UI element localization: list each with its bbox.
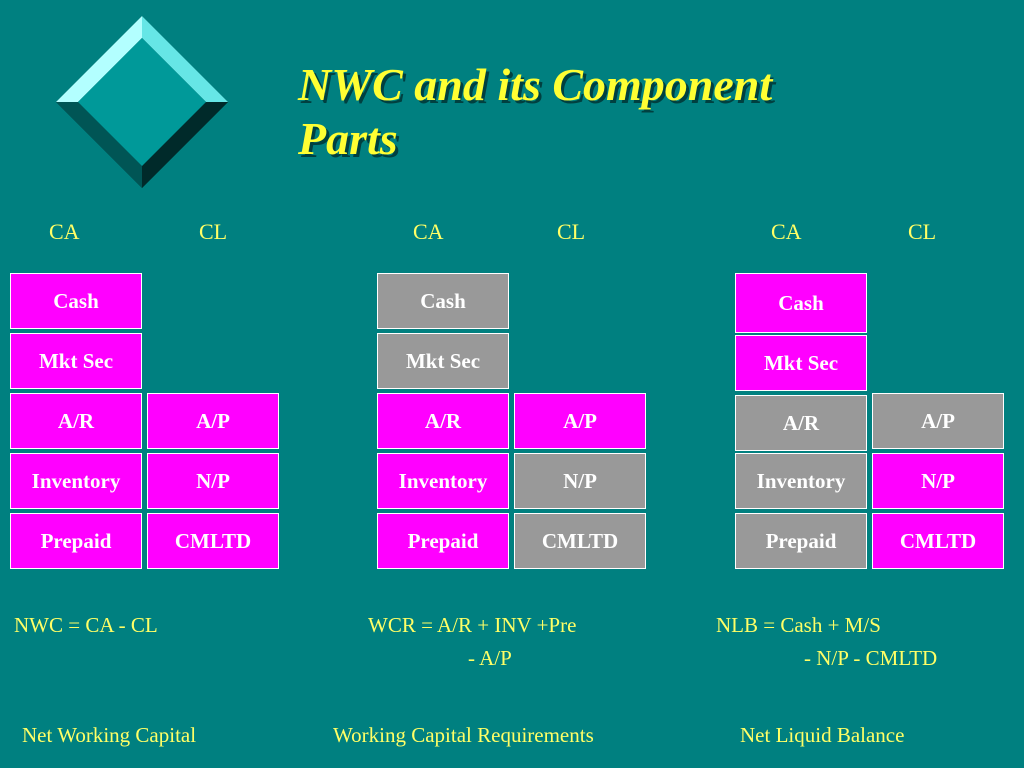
cl-label: CL (199, 219, 228, 244)
cell-np: N/P (872, 453, 1004, 509)
cell-ar: A/R (377, 393, 509, 449)
page-title: NWC and its Component Parts (298, 58, 772, 166)
cell-cash: Cash (735, 273, 867, 333)
cell-ap: A/P (147, 393, 279, 449)
formula-line-1: NLB = Cash + M/S (716, 613, 881, 637)
cell-prepaid: Prepaid (735, 513, 867, 569)
title-line-1: NWC and its Component (298, 59, 773, 110)
cell-prepaid: Prepaid (10, 513, 142, 569)
cell-cmltd: CMLTD (514, 513, 646, 569)
panel-caption: Net Liquid Balance (740, 723, 905, 747)
teal-diamond-bevel-icon (56, 16, 228, 188)
cell-mkt-sec: Mkt Sec (10, 333, 142, 389)
panel-caption: Net Working Capital (22, 723, 197, 747)
cell-np: N/P (147, 453, 279, 509)
formula-line-2: - A/P (468, 646, 512, 670)
cell-ap: A/P (514, 393, 646, 449)
cell-cash: Cash (377, 273, 509, 329)
ca-label: CA (49, 219, 80, 244)
cell-mkt-sec: Mkt Sec (377, 333, 509, 389)
panel-caption: Working Capital Requirements (333, 723, 594, 747)
formula-line-1: NWC = CA - CL (14, 613, 158, 637)
ca-label: CA (413, 219, 444, 244)
cell-ap: A/P (872, 393, 1004, 449)
cell-inventory: Inventory (10, 453, 142, 509)
cell-inventory: Inventory (377, 453, 509, 509)
cell-inventory: Inventory (735, 453, 867, 509)
cell-cmltd: CMLTD (147, 513, 279, 569)
cell-prepaid: Prepaid (377, 513, 509, 569)
cell-ar: A/R (10, 393, 142, 449)
formula-line-2: - N/P - CMLTD (804, 646, 938, 670)
cell-cmltd: CMLTD (872, 513, 1004, 569)
title-line-2: Parts (298, 113, 398, 164)
cell-np: N/P (514, 453, 646, 509)
ca-label: CA (771, 219, 802, 244)
formula-line-1: WCR = A/R + INV +Pre (368, 613, 577, 637)
cell-cash: Cash (10, 273, 142, 329)
cl-label: CL (557, 219, 586, 244)
cl-label: CL (908, 219, 937, 244)
cell-mkt-sec: Mkt Sec (735, 335, 867, 391)
cell-ar: A/R (735, 395, 867, 451)
